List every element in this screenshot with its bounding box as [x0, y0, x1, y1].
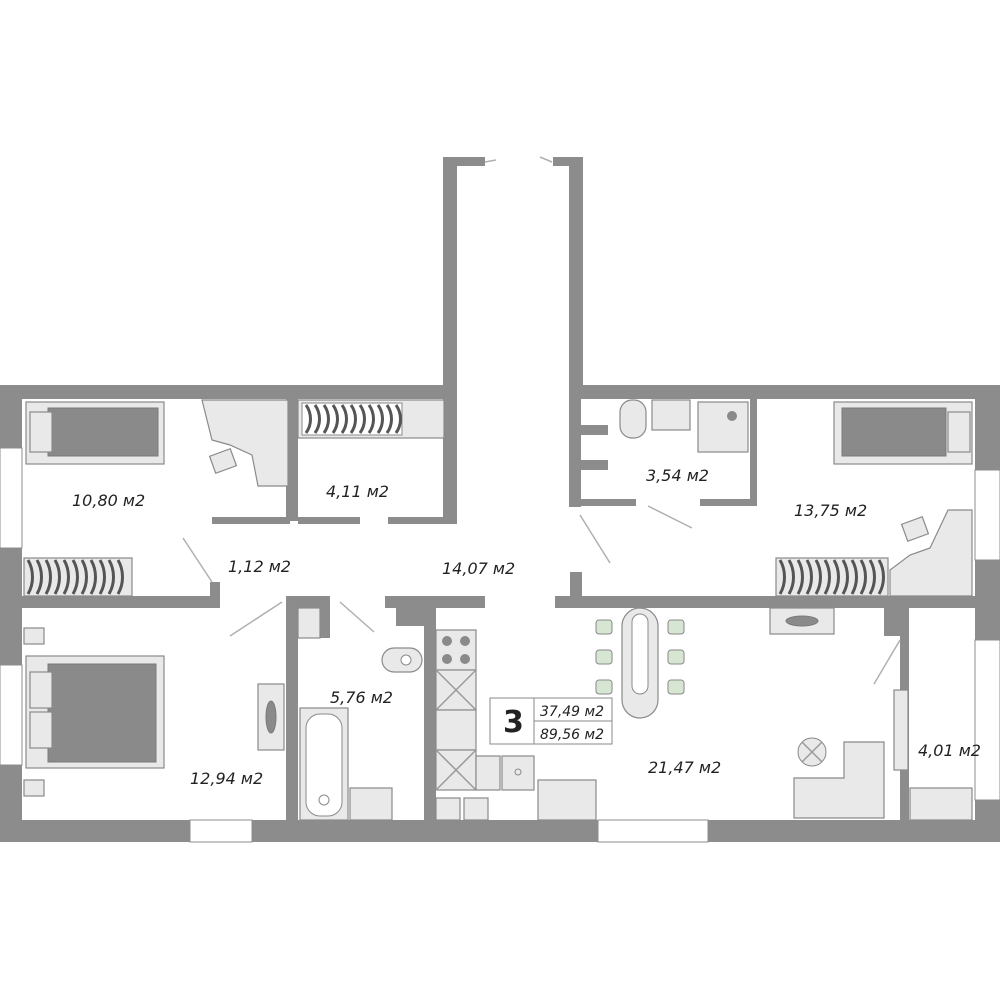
- rooms-count: 3: [503, 705, 524, 740]
- hanger: [98, 559, 106, 595]
- hanger: [823, 559, 831, 595]
- hanger: [304, 404, 312, 434]
- hanger: [778, 559, 786, 595]
- hanger: [805, 559, 813, 595]
- area-bedroom-bottom-left: 12,94 м2: [190, 769, 263, 788]
- door-swings: [182, 156, 901, 685]
- hanger: [385, 404, 393, 434]
- hanger: [331, 404, 339, 434]
- hanger: [313, 404, 321, 434]
- hanger: [859, 559, 867, 595]
- living-area: 37,49 м2: [540, 704, 604, 720]
- hanger: [349, 404, 357, 434]
- area-bedroom-top-left: 10,80 м2: [72, 491, 145, 510]
- hanger: [787, 559, 795, 595]
- hanger: [62, 559, 70, 595]
- hanger: [107, 559, 115, 595]
- wardrobe-hangers: [304, 404, 402, 434]
- furniture: [23, 399, 973, 821]
- walls: [0, 157, 1000, 843]
- hanger: [376, 404, 384, 434]
- hanger: [322, 404, 330, 434]
- hanger: [80, 559, 88, 595]
- hanger: [44, 559, 52, 595]
- wardrobe-hangers: [26, 559, 124, 595]
- hanger: [877, 559, 885, 595]
- area-storage: 4,01 м2: [918, 741, 981, 760]
- hanger: [116, 559, 124, 595]
- hanger: [358, 404, 366, 434]
- area-corridor: 14,07 м2: [442, 559, 515, 578]
- summary-box: 3 37,49 м2 89,56 м2: [489, 697, 613, 745]
- total-area: 89,56 м2: [540, 727, 604, 743]
- area-bathroom-top: 3,54 м2: [646, 466, 709, 485]
- hanger: [340, 404, 348, 434]
- area-bathroom-bottom: 5,76 м2: [330, 688, 393, 707]
- hanger: [367, 404, 375, 434]
- hanger: [832, 559, 840, 595]
- hanger: [868, 559, 876, 595]
- hanger: [394, 404, 402, 434]
- hanger: [35, 559, 43, 595]
- hanger: [89, 559, 97, 595]
- hanger: [53, 559, 61, 595]
- area-hall-small: 1,12 м2: [228, 557, 291, 576]
- hanger: [26, 559, 34, 595]
- area-living-kitchen: 21,47 м2: [648, 758, 721, 777]
- hanger: [841, 559, 849, 595]
- area-closet: 4,11 м2: [326, 482, 389, 501]
- hanger: [814, 559, 822, 595]
- hanger: [71, 559, 79, 595]
- area-bedroom-top-right: 13,75 м2: [794, 501, 867, 520]
- wardrobe-hangers: [778, 559, 885, 595]
- hanger: [850, 559, 858, 595]
- area-labels: 10,80 м2 4,11 м2 1,12 м2 14,07 м2 3,54 м…: [72, 466, 981, 788]
- hanger: [796, 559, 804, 595]
